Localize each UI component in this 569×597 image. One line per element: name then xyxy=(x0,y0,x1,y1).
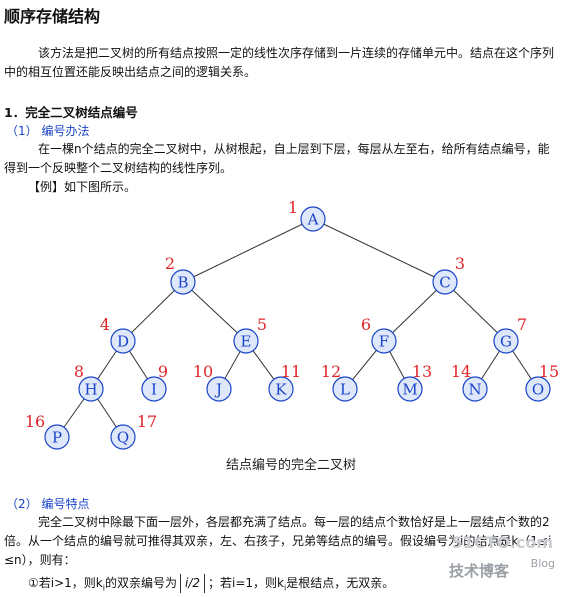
tree-node-letter: E xyxy=(241,333,252,351)
tree-node-number: 17 xyxy=(137,412,157,431)
tree-edge xyxy=(122,281,184,342)
tree-node-letter: B xyxy=(177,274,188,292)
tree-node-letter: G xyxy=(500,333,512,351)
rule-1-mid: 的双亲编号为 xyxy=(104,576,177,590)
rule-1-end: 是根结点，无双亲。 xyxy=(286,576,395,590)
tree-node-number: 9 xyxy=(158,362,168,381)
watermark-site: 51CTO.com xyxy=(451,533,553,552)
example-label: 【例】如下图所示。 xyxy=(28,180,137,194)
tree-node-number: 7 xyxy=(517,315,527,334)
tree-node-letter: F xyxy=(379,333,389,351)
tree-node-d xyxy=(110,328,136,354)
tree-node-number: 2 xyxy=(165,254,175,273)
floor-expression: i/2 xyxy=(179,574,205,593)
tree-node-letter: C xyxy=(439,274,450,292)
method-heading: （1） 编号办法 xyxy=(6,124,90,138)
tree-node-letter: K xyxy=(275,381,287,399)
tree-node-number: 16 xyxy=(25,412,45,431)
tree-edge xyxy=(383,281,446,342)
features-line-1: 完全二叉树中除最下面一层外，各层都充满了结点。每一层的结点个数恰好是上一层结点个… xyxy=(38,515,550,529)
tree-node-a xyxy=(300,206,326,232)
tree-edge xyxy=(444,281,507,342)
tree-node-c xyxy=(432,269,458,295)
tree-node-letter: N xyxy=(468,381,481,399)
tree-node-letter: L xyxy=(340,381,350,399)
tree-node-letter: A xyxy=(307,211,319,229)
tree-node-number: 14 xyxy=(451,362,471,381)
tree-node-letter: J xyxy=(214,381,222,399)
tree-node-number: 13 xyxy=(412,362,432,381)
tree-node-b xyxy=(170,269,196,295)
tree-node-m xyxy=(397,376,423,402)
tree-node-p xyxy=(44,424,70,450)
tree-node-number: 8 xyxy=(74,362,84,381)
tree-node-letter: H xyxy=(84,381,97,399)
tree-node-k xyxy=(268,376,294,402)
tree-node-q xyxy=(110,424,136,450)
tree-node-letter: I xyxy=(151,381,157,399)
tree-node-letter: D xyxy=(117,333,129,351)
tree-node-g xyxy=(493,328,519,354)
tree-node-number: 11 xyxy=(281,362,301,381)
tree-node-number: 4 xyxy=(100,315,110,334)
features-heading: （2） 编号特点 xyxy=(6,497,90,511)
tree-node-letter: P xyxy=(52,429,62,447)
tree-edge xyxy=(182,218,314,283)
tree-node-n xyxy=(462,376,488,402)
tree-node-number: 15 xyxy=(539,362,559,381)
features-line-2: 倍。从一个结点的编号就可推得其双亲，左、右孩子，兄弟等结点的编号。假设编号为i的… xyxy=(4,534,552,548)
tree-node-letter: O xyxy=(532,381,544,399)
tree-node-f xyxy=(371,328,397,354)
method-line-1: 在一棵n个结点的完全二叉树中，从树根起，自上层到下层，每层从左至右，给所有结点编… xyxy=(38,142,550,156)
rule-1-prefix: ①若i>1，则k xyxy=(28,576,103,590)
method-line-2: 得到一个反映整个二叉树结构的线性序列。 xyxy=(4,161,233,175)
page-title: 顺序存储结构 xyxy=(4,7,101,26)
tree-node-l xyxy=(332,376,358,402)
intro-line-1: 该方法是把二叉树的所有结点按照一定的线性次序存储到一片连续的存储单元中。结点在这… xyxy=(38,46,555,60)
tree-edge xyxy=(312,218,446,283)
tree-node-number: 6 xyxy=(361,315,371,334)
tree-node-letter: Q xyxy=(117,429,129,447)
tree-node-number: 12 xyxy=(321,362,341,381)
tree-node-j xyxy=(206,376,232,402)
tree-node-i xyxy=(141,376,167,402)
tree-node-number: 10 xyxy=(193,362,213,381)
tree-edge xyxy=(182,281,247,342)
rule-1-suffix: ；若i=1，则k xyxy=(208,576,284,590)
tree-node-e xyxy=(233,328,259,354)
tree-node-number: 3 xyxy=(455,254,465,273)
tree-node-letter: M xyxy=(402,381,417,399)
watermark-tag: 技术博客 xyxy=(448,562,509,580)
tree-node-o xyxy=(525,376,551,402)
tree-node-number: 1 xyxy=(288,198,298,217)
intro-line-2: 中的相互位置还能反映出结点之间的逻辑关系。 xyxy=(4,65,257,79)
tree-node-number: 5 xyxy=(257,315,267,334)
section1-heading: 1．完全二叉树结点编号 xyxy=(4,105,138,120)
tree-caption: 结点编号的完全二叉树 xyxy=(226,458,357,473)
watermark-blog: Blog xyxy=(530,557,555,570)
tree-node-h xyxy=(78,376,104,402)
features-line-3: ≤n），则有： xyxy=(4,553,76,567)
